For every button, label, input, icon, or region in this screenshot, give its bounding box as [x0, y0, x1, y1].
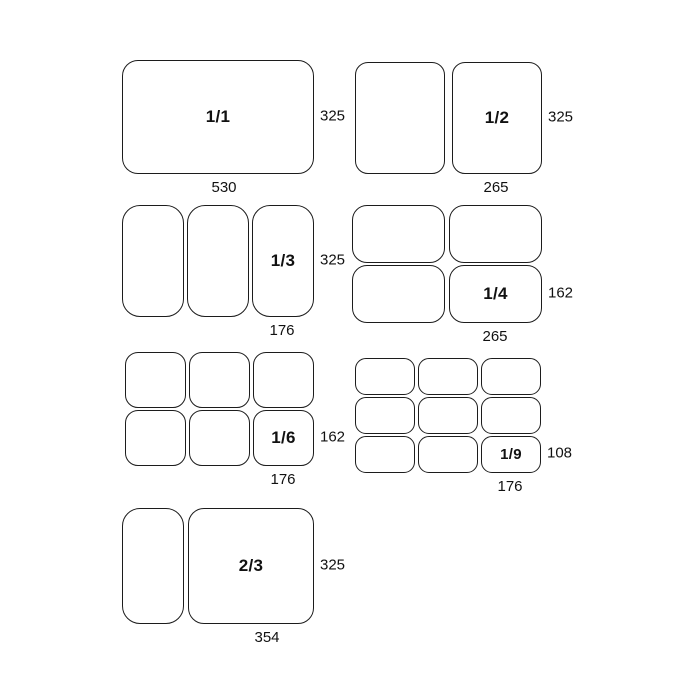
gn-1-3-pan-1 [122, 205, 184, 317]
gn-1-6-height-dim: 162 [320, 428, 346, 446]
gn-1-9-pan-r2c1 [355, 397, 415, 434]
gn-1-6-group: 1/6 162 176 [125, 352, 345, 488]
gn-2-3-pan-third [122, 508, 184, 624]
gn-1-6-label: 1/6 [271, 428, 296, 447]
gn-1-9-pan-r3c3: 1/9 [481, 436, 541, 473]
gn-1-6-pan-r1c3 [253, 352, 314, 408]
gn-1-2-pan-left [355, 62, 445, 174]
gn-2-3-width-dim: 354 [254, 629, 280, 646]
gn-2-3-label: 2/3 [238, 556, 264, 575]
gn-1-4-pan-r2c1 [352, 265, 445, 323]
gn-1-4-group: 1/4 162 265 [352, 205, 573, 345]
gn-1-3-pan-2 [187, 205, 249, 317]
gn-1-4-pan-r2c2: 1/4 [449, 265, 542, 323]
gn-1-9-pan-r1c3 [481, 358, 541, 395]
gn-1-6-pan-r2c2 [189, 410, 250, 466]
gn-1-2-group: 1/2 325 265 [355, 62, 573, 196]
gn-1-6-pan-r2c3: 1/6 [253, 410, 314, 466]
gn-1-3-height-dim: 325 [320, 251, 346, 269]
gn-1-6-width-dim: 176 [270, 471, 296, 488]
gn-2-3-group: 2/3 325 354 [122, 508, 345, 646]
gn-1-4-width-dim: 265 [482, 328, 508, 345]
gn-1-2-width-dim: 265 [483, 179, 509, 196]
gn-1-9-height-dim: 108 [547, 444, 573, 462]
gn-1-9-pan-r2c2 [418, 397, 478, 434]
gn-1-4-label: 1/4 [483, 284, 508, 303]
gn-1-3-width-dim: 176 [269, 322, 295, 339]
gn-1-9-pan-r1c1 [355, 358, 415, 395]
gn-2-3-pan-main: 2/3 [188, 508, 314, 624]
gn-1-9-pan-r1c2 [418, 358, 478, 395]
gn-1-3-label: 1/3 [270, 251, 296, 270]
gn-1-1-group: 1/1 325 530 [122, 60, 345, 196]
gn-1-2-height-dim: 325 [548, 108, 574, 126]
gn-1-1-label: 1/1 [205, 107, 231, 126]
gn-1-9-pan-r3c2 [418, 436, 478, 473]
gn-1-3-group: 1/3 325 176 [122, 205, 345, 339]
gn-1-4-pan-r1c1 [352, 205, 445, 263]
gn-1-1-pan: 1/1 [122, 60, 314, 174]
gn-1-4-pan-r1c2 [449, 205, 542, 263]
gn-1-1-width-dim: 530 [211, 179, 237, 196]
gn-1-4-height-dim: 162 [548, 284, 574, 302]
gn-1-6-pan-r2c1 [125, 410, 186, 466]
gn-1-2-label: 1/2 [484, 108, 510, 127]
gn-1-6-pan-r1c1 [125, 352, 186, 408]
gn-1-3-pan-3: 1/3 [252, 205, 314, 317]
gn-1-9-width-dim: 176 [497, 478, 523, 495]
gn-1-9-pan-r3c1 [355, 436, 415, 473]
gn-1-9-pan-r2c3 [481, 397, 541, 434]
gn-1-9-label: 1/9 [500, 446, 522, 463]
gn-1-1-height-dim: 325 [320, 107, 346, 125]
gn-1-2-pan-right: 1/2 [452, 62, 542, 174]
gn-1-9-group: 1/9 108 176 [355, 358, 572, 495]
gn-2-3-height-dim: 325 [320, 556, 346, 574]
gn-1-6-pan-r1c2 [189, 352, 250, 408]
